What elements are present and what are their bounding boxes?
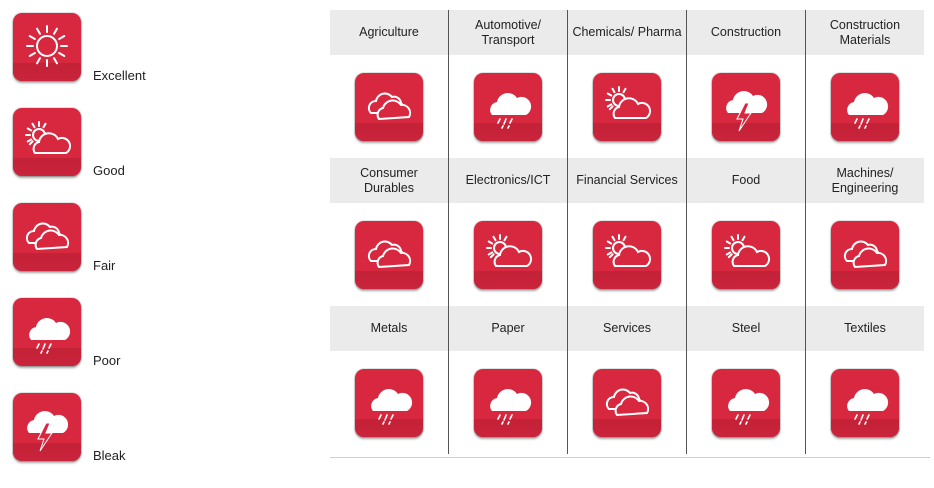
cloud-icon: [831, 220, 899, 289]
sector-header-cell: Paper: [448, 306, 567, 351]
legend-item: Good: [13, 108, 163, 203]
sector-name: Electronics/ICT: [449, 158, 567, 203]
sun-cloud-icon: [13, 108, 81, 176]
sector-header-cell: Services: [567, 306, 686, 351]
sector-icon-row: [330, 351, 930, 454]
sector-icon-cell: [330, 55, 448, 158]
sun-icon: [13, 13, 81, 81]
sector-icon-cell: [448, 351, 567, 454]
sector-name: Consumer Durables: [330, 158, 448, 203]
sector-name: Financial Services: [568, 158, 686, 203]
sector-icon-wrap: [449, 351, 567, 454]
sector-header-cell: Construction: [686, 10, 805, 55]
sector-icon-cell: [448, 203, 567, 306]
sector-icon-cell: [805, 55, 924, 158]
sector-icon-wrap: [687, 351, 805, 454]
sector-name: Chemicals/ Pharma: [568, 10, 686, 55]
sector-icon-wrap: [330, 55, 448, 158]
sector-icon-cell: [686, 351, 805, 454]
sector-icon-row: [330, 55, 930, 158]
sector-icon-cell: [330, 351, 448, 454]
grid-bottom-divider: [330, 457, 930, 458]
sector-name: Automotive/ Transport: [449, 10, 567, 55]
sector-icon-cell: [567, 203, 686, 306]
sector-header-cell: Chemicals/ Pharma: [567, 10, 686, 55]
sector-icon-cell: [448, 55, 567, 158]
storm-cloud-icon: [712, 72, 780, 141]
sector-icon-wrap: [568, 203, 686, 306]
sector-icon-wrap: [687, 55, 805, 158]
sector-icon-wrap: [806, 351, 924, 454]
sector-icon-cell: [567, 55, 686, 158]
sector-icon-wrap: [449, 55, 567, 158]
sun-cloud-icon: [474, 220, 542, 289]
sector-icon-wrap: [806, 55, 924, 158]
sector-icon-cell: [330, 203, 448, 306]
sector-header-cell: Financial Services: [567, 158, 686, 203]
sector-icon-cell: [686, 55, 805, 158]
sector-name: Construction: [687, 10, 805, 55]
rain-cloud-icon: [474, 72, 542, 141]
legend-item: Bleak: [13, 393, 163, 488]
rain-cloud-icon: [474, 368, 542, 437]
sector-icon-wrap: [568, 351, 686, 454]
sector-icon-cell: [686, 203, 805, 306]
rain-cloud-icon: [831, 368, 899, 437]
sector-name: Construction Materials: [806, 10, 924, 55]
sector-header-cell: Automotive/ Transport: [448, 10, 567, 55]
sector-icon-cell: [567, 351, 686, 454]
sector-name: Machines/ Engineering: [806, 158, 924, 203]
sector-icon-wrap: [687, 203, 805, 306]
rain-cloud-icon: [13, 298, 81, 366]
storm-cloud-icon: [13, 393, 81, 461]
sun-cloud-icon: [712, 220, 780, 289]
sector-header-cell: Metals: [330, 306, 448, 351]
legend-label: Bleak: [93, 448, 126, 463]
sun-cloud-icon: [593, 72, 661, 141]
sector-name: Agriculture: [330, 10, 448, 55]
sector-name: Paper: [449, 306, 567, 351]
sector-icon-cell: [805, 351, 924, 454]
rain-cloud-icon: [712, 368, 780, 437]
sector-name: Food: [687, 158, 805, 203]
sector-header-cell: Electronics/ICT: [448, 158, 567, 203]
sector-icon-wrap: [568, 55, 686, 158]
legend-label: Poor: [93, 353, 121, 368]
legend-label: Good: [93, 163, 125, 178]
sector-name: Textiles: [806, 306, 924, 351]
legend-item: Fair: [13, 203, 163, 298]
legend-item: Poor: [13, 298, 163, 393]
sector-header-cell: Agriculture: [330, 10, 448, 55]
sector-icon-wrap: [330, 351, 448, 454]
legend-item: Excellent: [13, 13, 163, 108]
sector-icon-cell: [805, 203, 924, 306]
legend-label: Fair: [93, 258, 116, 273]
sector-header-cell: Consumer Durables: [330, 158, 448, 203]
sector-icon-wrap: [330, 203, 448, 306]
sector-icon-wrap: [449, 203, 567, 306]
cloud-icon: [593, 368, 661, 437]
sector-header-cell: Food: [686, 158, 805, 203]
sector-name: Steel: [687, 306, 805, 351]
legend-label: Excellent: [93, 68, 146, 83]
sector-header-cell: Textiles: [805, 306, 924, 351]
rain-cloud-icon: [831, 72, 899, 141]
sun-cloud-icon: [593, 220, 661, 289]
sector-header-cell: Machines/ Engineering: [805, 158, 924, 203]
rain-cloud-icon: [355, 368, 423, 437]
cloud-icon: [355, 220, 423, 289]
sector-header-cell: Steel: [686, 306, 805, 351]
cloud-icon: [13, 203, 81, 271]
sector-header-cell: Construction Materials: [805, 10, 924, 55]
sector-name: Metals: [330, 306, 448, 351]
sector-name: Services: [568, 306, 686, 351]
sector-icon-row: [330, 203, 930, 306]
cloud-icon: [355, 72, 423, 141]
sector-icon-wrap: [806, 203, 924, 306]
